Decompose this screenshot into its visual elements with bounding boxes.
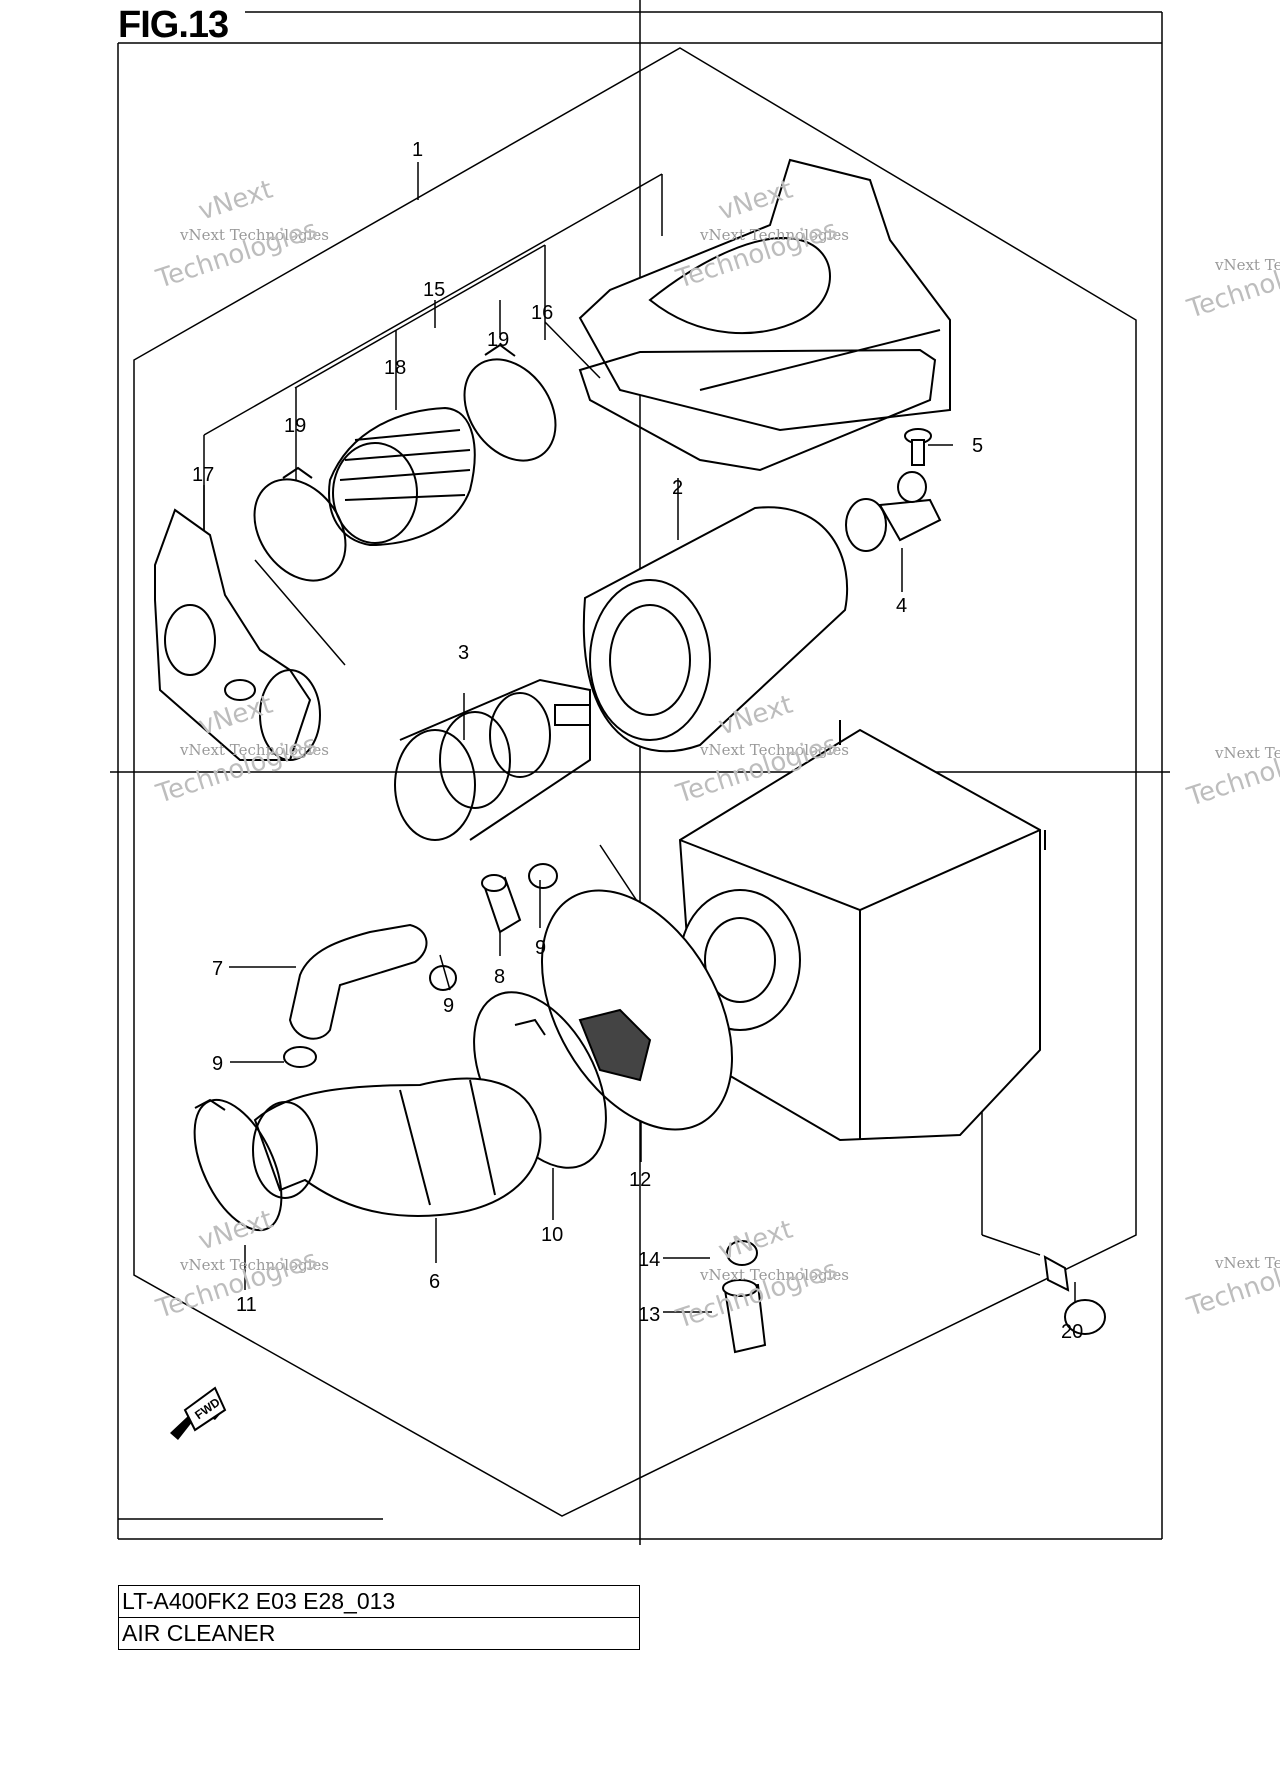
callout-8: 8 (494, 966, 505, 988)
callout-17: 17 (192, 464, 214, 486)
callout-1: 1 (412, 139, 423, 161)
part-clamp-19b (463, 343, 557, 462)
callout-19b: 19 (487, 329, 509, 351)
callout-19a: 19 (284, 415, 306, 437)
part-clip-9c (283, 1046, 317, 1068)
part-air-cleaner-cap (578, 158, 951, 432)
part-outlet-hose-6 (252, 1077, 542, 1217)
callout-9a: 9 (443, 995, 454, 1017)
svg-text:vNext Technologies: vNext Technologies (699, 741, 849, 759)
callout-13: 13 (638, 1304, 660, 1326)
svg-text:vNext: vNext (195, 1205, 277, 1257)
part-clip-9a (429, 965, 457, 991)
part-joint-8 (481, 874, 522, 934)
svg-text:vNext: vNext (195, 175, 277, 227)
callout-16: 16 (531, 302, 553, 324)
part-clamp-19a (253, 466, 347, 582)
part-bolt-20 (1043, 1255, 1106, 1335)
part-intake-17 (154, 508, 321, 761)
svg-text:vNext Technologies: vNext Technologies (1214, 1254, 1280, 1272)
svg-text:vNext Technologies: vNext Technologies (699, 1266, 849, 1284)
svg-text:vNext Technologies: vNext Technologies (179, 741, 329, 759)
part-tube-7 (288, 923, 428, 1040)
fwd-arrow-icon: FWD (170, 1386, 227, 1440)
svg-text:vNext Technologies: vNext Technologies (1214, 256, 1280, 274)
callout-14: 14 (638, 1249, 660, 1271)
part-clamp-11 (193, 1098, 283, 1232)
callout-3: 3 (458, 642, 469, 664)
svg-text:vNext Technologies: vNext Technologies (1214, 744, 1280, 762)
part-fastener-4 (845, 471, 942, 552)
callout-12: 12 (629, 1169, 651, 1191)
svg-text:vNext Technologies: vNext Technologies (699, 226, 849, 244)
callout-18: 18 (384, 357, 406, 379)
watermark-9: vNext Technologies Technologies (1183, 1243, 1280, 1323)
frame (110, 0, 1170, 1545)
callout-2: 2 (672, 477, 683, 499)
section-row: AIR CLEANER (118, 1617, 640, 1650)
watermark-7: vNext Technologies Technologies (1183, 245, 1280, 325)
part-clip-9b (528, 863, 558, 889)
callouts: 1 2 3 4 5 6 7 8 9 9 9 10 11 12 13 14 15 … (192, 139, 1083, 1343)
model-row: LT-A400FK2 E03 E28_013 (118, 1585, 640, 1618)
part-duct-18 (328, 406, 476, 547)
watermark-8: vNext Technologies Technologies (1183, 733, 1280, 813)
watermark-1: vNext Technologies vNext Technologies (152, 175, 329, 295)
part-cage-3 (394, 678, 591, 841)
part-element-2 (582, 506, 849, 753)
callout-15: 15 (423, 279, 445, 301)
svg-text:vNext Technologies: vNext Technologies (179, 1256, 329, 1274)
callout-9b: 9 (535, 937, 546, 959)
callout-10: 10 (541, 1224, 563, 1246)
section-name: AIR CLEANER (118, 1617, 640, 1650)
figure-info-table: LT-A400FK2 E03 E28_013 AIR CLEANER (118, 1585, 640, 1650)
callout-4: 4 (896, 595, 907, 617)
callout-20: 20 (1061, 1321, 1083, 1343)
kit-outline (133, 47, 1137, 1517)
callout-7: 7 (212, 958, 223, 980)
part-clip-14 (726, 1240, 758, 1266)
part-cap-seal (578, 348, 937, 472)
part-screen-12 (541, 889, 733, 1131)
callout-11: 11 (236, 1294, 257, 1316)
callout-9c: 9 (212, 1053, 223, 1075)
model-code: LT-A400FK2 E03 E28_013 (118, 1585, 640, 1618)
part-plug-13 (722, 1279, 767, 1354)
figure-title: FIG.13 (118, 4, 229, 46)
svg-text:vNext Technologies: vNext Technologies (179, 226, 329, 244)
callout-6: 6 (429, 1271, 440, 1293)
callout-5: 5 (972, 435, 983, 457)
part-screw-5 (904, 428, 932, 466)
